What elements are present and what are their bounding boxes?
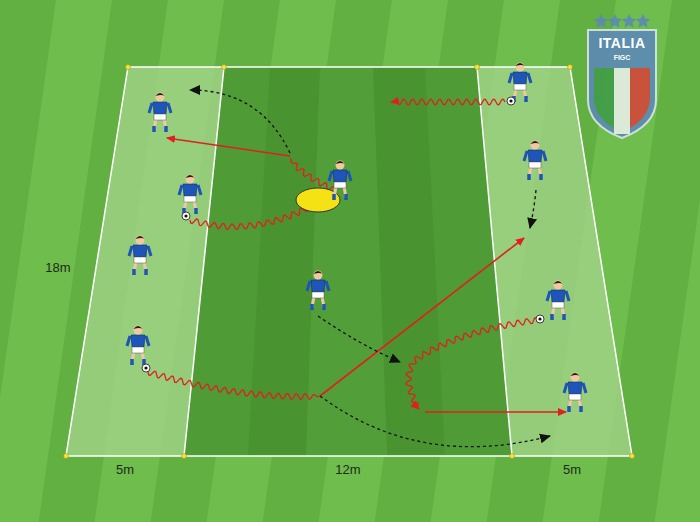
pass-arrow xyxy=(425,411,566,413)
dimension-label: 5m xyxy=(114,462,136,477)
dribble-line xyxy=(406,318,538,409)
ball xyxy=(142,364,150,372)
dimension-label: 18m xyxy=(43,260,72,275)
ball xyxy=(536,315,544,323)
player-figure xyxy=(307,271,329,311)
player-figure xyxy=(536,281,569,324)
player-figure xyxy=(564,373,586,413)
player-figure xyxy=(149,93,171,133)
pass-arrow xyxy=(167,138,290,156)
player-figure xyxy=(507,63,531,106)
players xyxy=(127,63,586,413)
player-figure xyxy=(127,326,150,373)
player-figure xyxy=(179,175,201,221)
pitch-lines xyxy=(66,67,632,456)
player-figure xyxy=(329,161,351,201)
run-arrow xyxy=(530,190,536,228)
run-arrow xyxy=(318,316,400,362)
player-figure xyxy=(129,236,151,276)
movement-lines xyxy=(148,90,566,447)
left-zone xyxy=(66,67,224,456)
cones xyxy=(64,65,635,459)
dribble-line xyxy=(148,371,320,399)
dribble-line xyxy=(290,158,335,190)
player-figure xyxy=(524,141,546,181)
run-arrow xyxy=(190,90,290,153)
ball xyxy=(182,212,190,220)
run-arrow xyxy=(320,396,550,447)
federation-logo xyxy=(588,14,656,138)
pass-arrow xyxy=(320,238,524,396)
dimension-label: 12m xyxy=(333,462,362,477)
dimension-label: 5m xyxy=(561,462,583,477)
ball xyxy=(507,97,515,105)
central-zone xyxy=(184,67,512,456)
watermark-text: FIGC xyxy=(614,54,631,61)
dribble-line xyxy=(391,99,505,104)
watermark-text: ITALIA xyxy=(598,35,645,51)
